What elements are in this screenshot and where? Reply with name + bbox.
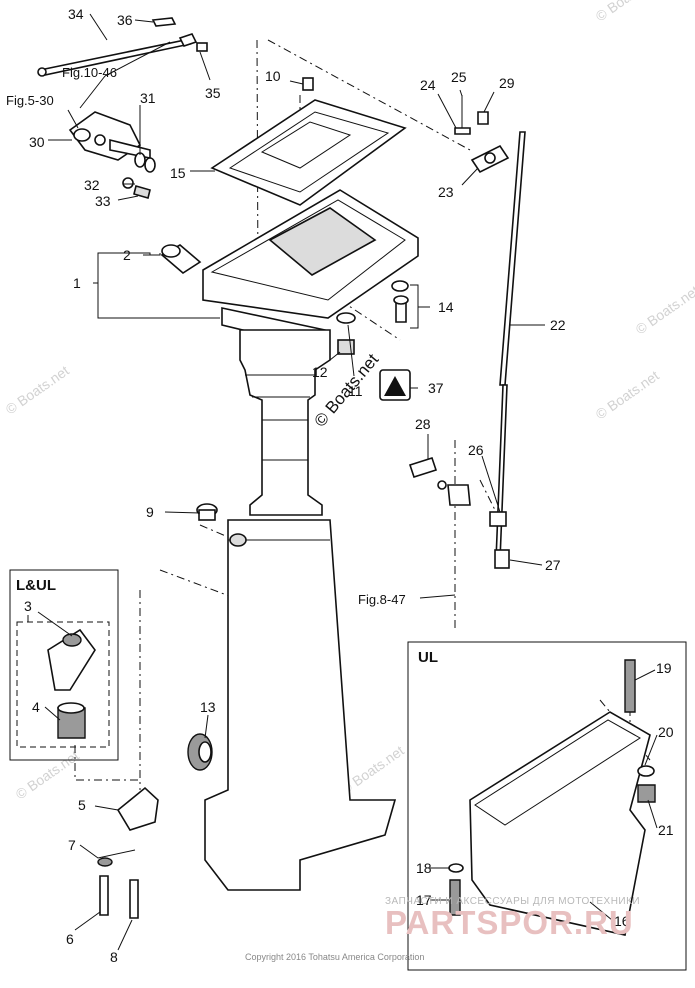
ball-32 xyxy=(122,177,134,189)
label-36: 36 xyxy=(117,12,133,28)
spring-33 xyxy=(133,185,151,199)
connector-parts-26-28 xyxy=(408,456,510,569)
drive-shaft-housing xyxy=(239,329,331,516)
label-26: 26 xyxy=(468,442,484,458)
label-18: 18 xyxy=(416,860,432,876)
label-27: 27 xyxy=(545,557,561,573)
ru-logo: PARTSPOR.RU xyxy=(385,904,634,941)
rod-22 xyxy=(495,131,526,561)
figure-references: Fig.10-46 Fig.5-30 Fig.8-47 xyxy=(6,65,406,607)
label-37: 37 xyxy=(428,380,444,396)
inset-title-ul: UL xyxy=(418,649,438,666)
part-number-labels: 34 36 35 31 30 32 33 15 2 1 10 24 25 29 … xyxy=(24,6,674,965)
watermark-top-right: © Boats.net xyxy=(593,0,662,24)
small-parts-31-33 xyxy=(122,152,156,199)
ul-body-16 xyxy=(469,711,651,936)
label-32: 32 xyxy=(84,177,100,193)
inset-part-3 xyxy=(47,628,96,691)
washer-7 xyxy=(97,857,113,867)
bolt-10 xyxy=(302,77,314,91)
label-31: 31 xyxy=(140,90,156,106)
label-4: 4 xyxy=(32,699,40,715)
washer-20 xyxy=(637,765,655,777)
label-15: 15 xyxy=(170,165,186,181)
label-11: 11 xyxy=(348,383,363,399)
washer-14 xyxy=(391,280,409,292)
label-25: 25 xyxy=(451,69,467,85)
exhaust-guide-1 xyxy=(202,189,419,352)
label-23: 23 xyxy=(438,184,454,200)
label-30: 30 xyxy=(29,134,45,150)
label-12: 12 xyxy=(312,364,328,380)
watermark-left: © Boats.net xyxy=(3,362,72,417)
label-35: 35 xyxy=(205,85,221,101)
bolt-6 xyxy=(99,875,109,916)
inset-l-ul xyxy=(9,569,119,761)
label-33: 33 xyxy=(95,193,111,209)
plate-5 xyxy=(116,786,159,831)
ru-tagline: ЗАПЧАСТИ И АКСЕССУАРЫ ДЛЯ МОТОТЕХНИКИ xyxy=(385,896,640,907)
label-29: 29 xyxy=(499,75,515,91)
label-22: 22 xyxy=(550,317,566,333)
label-5: 5 xyxy=(78,797,86,813)
label-6: 6 xyxy=(66,931,74,947)
bolt-28 xyxy=(408,456,438,479)
ref-fig5-30: Fig.5-30 xyxy=(6,93,54,108)
ref-fig10-46: Fig.10-46 xyxy=(62,65,117,80)
inset-ul xyxy=(407,641,687,971)
watermark-edge-right: © Boats.net xyxy=(633,282,695,337)
label-20: 20 xyxy=(658,724,674,740)
label-24: 24 xyxy=(420,77,436,93)
watermark-bottom-left: © Boats.net xyxy=(13,747,82,802)
label-10: 10 xyxy=(265,68,281,84)
screw-24 xyxy=(454,127,471,135)
nut-21 xyxy=(637,784,656,803)
watermark-right: © Boats.net xyxy=(593,367,662,422)
washers-11-12-14 xyxy=(336,280,409,355)
parts-5-8 xyxy=(97,786,159,919)
plug-9 xyxy=(196,503,218,521)
label-16: 16 xyxy=(614,913,630,929)
ref-fig8-47: Fig.8-47 xyxy=(358,592,406,607)
caution-label-37 xyxy=(379,369,411,401)
label-19: 19 xyxy=(656,660,672,676)
bracket-parts-23-29 xyxy=(454,95,510,174)
shift-lever-30 xyxy=(68,111,151,161)
stud-19 xyxy=(624,659,636,713)
inset-title-l-ul: L&UL xyxy=(16,577,56,594)
label-1: 1 xyxy=(73,275,81,291)
bolt-35 xyxy=(196,42,208,52)
leader-lines xyxy=(27,13,658,951)
shift-rod-assembly xyxy=(37,17,208,77)
damper-2 xyxy=(160,244,202,274)
clip-36 xyxy=(151,17,177,27)
label-7: 7 xyxy=(68,837,76,853)
washer-18 xyxy=(448,863,464,873)
joint-27 xyxy=(494,549,510,569)
label-28: 28 xyxy=(415,416,431,432)
lower-body-housing xyxy=(204,519,397,891)
clamp-26 xyxy=(447,484,471,506)
label-17: 17 xyxy=(416,892,432,908)
screw-29 xyxy=(477,111,489,125)
label-9: 9 xyxy=(146,504,154,520)
grommet-13 xyxy=(187,733,213,771)
label-3: 3 xyxy=(24,598,32,614)
label-14: 14 xyxy=(438,299,454,315)
label-13: 13 xyxy=(200,699,216,715)
washer-11 xyxy=(336,312,356,324)
gasket-15 xyxy=(210,99,407,206)
label-34: 34 xyxy=(68,6,84,22)
label-21: 21 xyxy=(658,822,674,838)
label-8: 8 xyxy=(110,949,118,965)
copyright-text: Copyright 2016 Tohatsu America Corporati… xyxy=(245,952,424,962)
bolt-8 xyxy=(129,879,139,919)
label-2: 2 xyxy=(123,247,131,263)
bolt-17 xyxy=(449,879,461,916)
